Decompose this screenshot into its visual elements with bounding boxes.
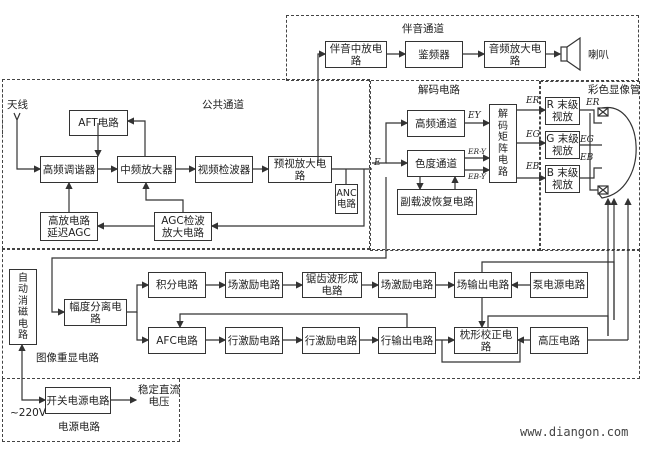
r-final-amp-block[interactable]: R 末级 视放 bbox=[545, 97, 580, 125]
watermark: www.diangon.com bbox=[520, 425, 629, 439]
power-title: 电源电路 bbox=[58, 421, 100, 433]
decoder-title: 解码电路 bbox=[418, 84, 460, 96]
video-detector-block[interactable]: 视频检波器 bbox=[195, 156, 253, 183]
signal-er2-label: ER bbox=[586, 98, 600, 108]
signal-ery-label: ER-Y bbox=[468, 147, 486, 156]
line-oscillator-block[interactable]: 行激励电路 bbox=[225, 327, 283, 354]
common-channel-title: 公共通道 bbox=[202, 99, 244, 111]
smps-block[interactable]: 开关电源电路 bbox=[45, 387, 111, 414]
power-group bbox=[2, 379, 180, 442]
signal-ey-label: EY bbox=[468, 111, 481, 121]
signal-eg-label: EG bbox=[526, 130, 540, 140]
anc-block[interactable]: ANC 电路 bbox=[335, 184, 358, 214]
pincushion-block[interactable]: 枕形校正电路 bbox=[454, 327, 518, 354]
chroma-channel-block[interactable]: 色度通道 bbox=[407, 150, 465, 177]
sawtooth-block[interactable]: 锯齿波形成 电路 bbox=[302, 272, 362, 298]
signal-eby-label: EB-Y bbox=[468, 172, 486, 181]
audio-amp-block[interactable]: 音频放大电路 bbox=[484, 41, 546, 68]
sound-channel-group bbox=[286, 15, 639, 81]
crt-group bbox=[540, 81, 640, 251]
signal-er-label: ER bbox=[526, 96, 540, 106]
integrator-block[interactable]: 积分电路 bbox=[148, 272, 206, 298]
speaker-label: 喇叭 bbox=[588, 49, 609, 61]
image-reproduction-group bbox=[2, 249, 640, 379]
signal-eb-label: EB bbox=[526, 162, 540, 172]
luma-channel-block[interactable]: 高频通道 bbox=[407, 110, 465, 137]
antenna-label: 天线 bbox=[7, 99, 28, 111]
common-channel-lower bbox=[2, 79, 370, 249]
high-voltage-block[interactable]: 高压电路 bbox=[530, 327, 588, 354]
field-oscillator-block[interactable]: 场激励电路 bbox=[225, 272, 283, 298]
field-output-block[interactable]: 场输出电路 bbox=[454, 272, 512, 298]
rf-delay-agc-block[interactable]: 高放电路 延迟AGC bbox=[40, 212, 98, 241]
agc-detector-block[interactable]: AGC检波 放大电路 bbox=[154, 212, 212, 241]
crt-title: 彩色显像管 bbox=[588, 84, 641, 96]
decoder-matrix-block[interactable]: 解 码 矩 阵 电 路 bbox=[489, 104, 517, 183]
sync-separator-block[interactable]: 幅度分离电路 bbox=[64, 299, 127, 326]
decoder-group bbox=[370, 81, 540, 251]
line-drive-block[interactable]: 行激励电路 bbox=[302, 327, 360, 354]
dc-output-label: 稳定直流 电压 bbox=[138, 384, 180, 408]
line-output-block[interactable]: 行输出电路 bbox=[378, 327, 436, 354]
sound-if-amp-block[interactable]: 伴音中放电路 bbox=[325, 41, 387, 68]
sound-channel-title: 伴音通道 bbox=[402, 23, 444, 35]
mains-label: ~220V bbox=[10, 407, 47, 419]
pump-power-block[interactable]: 泵电源电路 bbox=[530, 272, 588, 298]
pre-video-amp-block[interactable]: 预视放大电路 bbox=[268, 156, 332, 183]
degauss-block[interactable]: 自 动 消 磁 电 路 bbox=[9, 269, 37, 345]
g-final-amp-block[interactable]: G 末级 视放 bbox=[545, 131, 580, 159]
b-final-amp-block[interactable]: B 末级 视放 bbox=[545, 165, 580, 193]
subcarrier-recovery-block[interactable]: 副载波恢复电路 bbox=[397, 189, 477, 215]
signal-eg2-label: EG bbox=[580, 135, 594, 145]
signal-eb2-label: EB bbox=[580, 153, 594, 163]
image-reproduction-title: 图像重显电路 bbox=[36, 352, 99, 364]
